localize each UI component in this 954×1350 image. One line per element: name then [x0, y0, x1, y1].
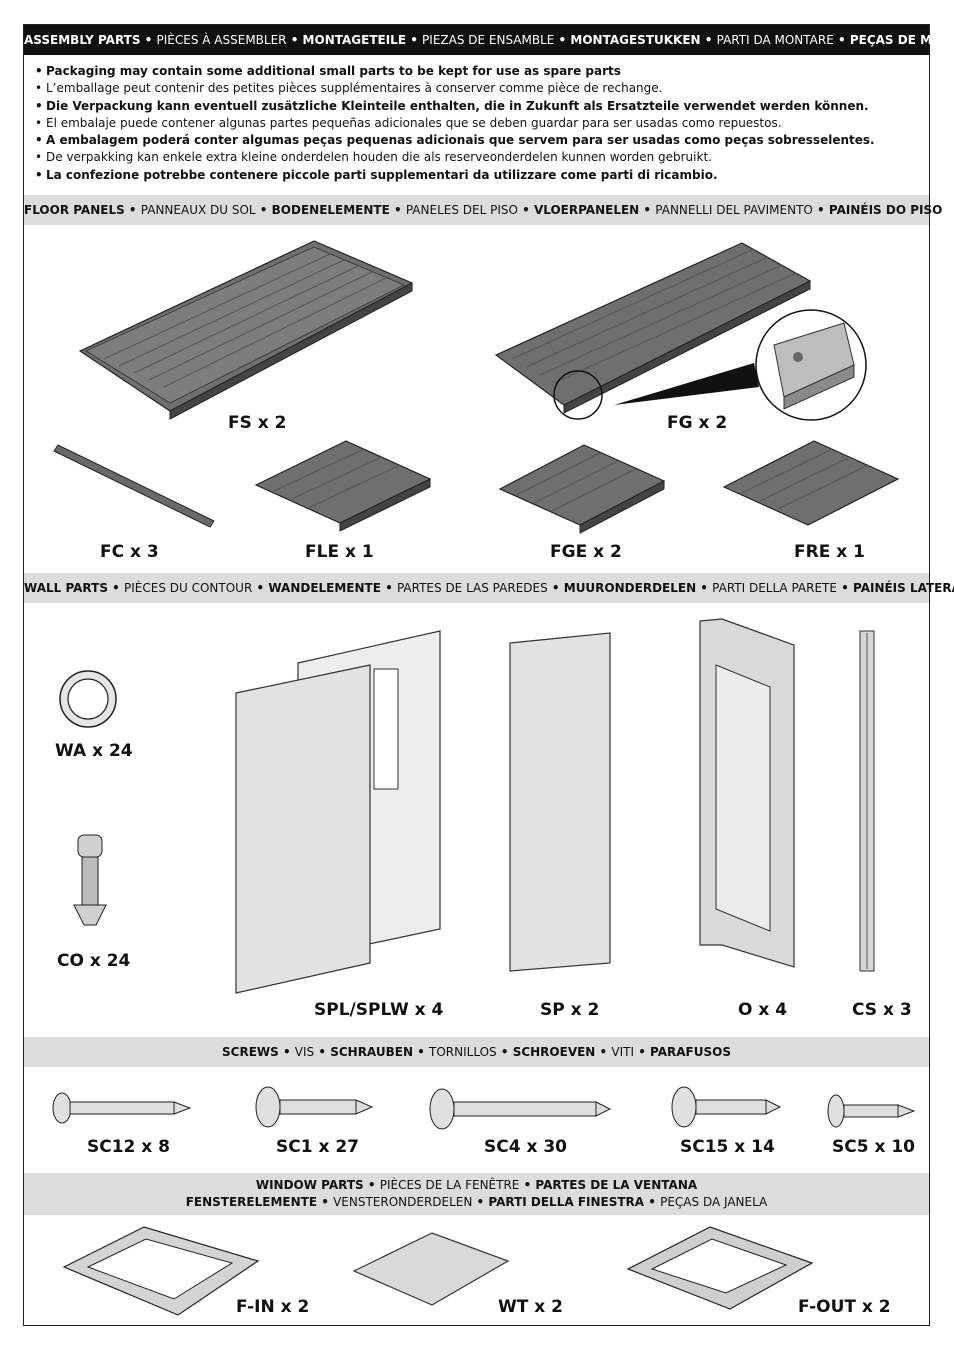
- sc12-screw-illustration: [52, 1092, 192, 1124]
- fge-part-label: FGE x 2: [550, 542, 622, 562]
- splw-part-label: SPL/SPLW x 4: [314, 1000, 444, 1020]
- band-segment: PAINÉIS LATERAIS: [853, 581, 954, 595]
- f-out-window-frame-illustration: [626, 1226, 814, 1310]
- band-segment: PARTI DELLA PARETE: [712, 581, 837, 595]
- cs-corner-strip-illustration: [859, 630, 875, 972]
- packaging-notes: Packaging may contain some additional sm…: [30, 63, 875, 184]
- wt-window-pane-illustration: [352, 1232, 510, 1306]
- splw-wall-panel-illustration: [235, 630, 441, 994]
- band-segment: BODENELEMENTE: [271, 203, 390, 217]
- co-connector-illustration: [73, 834, 107, 926]
- band-segment: ASSEMBLY PARTS: [24, 33, 141, 47]
- band-segment: PARTI DELLA FINESTRA: [488, 1195, 645, 1209]
- band-segment: PIÈCES DU CONTOUR: [124, 581, 253, 595]
- cs-part-label: CS x 3: [852, 1000, 912, 1020]
- sp-wall-panel-illustration: [509, 632, 611, 972]
- band-segment: SCHROEVEN: [512, 1045, 596, 1059]
- band-segment: WANDELEMENTE: [268, 581, 381, 595]
- fc-part-label: FC x 3: [100, 542, 159, 562]
- note-line: De verpakking kan enkele extra kleine on…: [35, 149, 875, 167]
- f-out-part-label: F-OUT x 2: [798, 1297, 891, 1317]
- band-segment: PEÇAS DE MONTAGEM: [849, 33, 954, 47]
- band-segment: PEÇAS DA JANELA: [660, 1195, 768, 1209]
- band-segment: PANNELLI DEL PAVIMENTO: [655, 203, 813, 217]
- note-line: La confezione potrebbe contenere piccole…: [35, 167, 875, 185]
- band-segment: PARTI DA MONTARE: [716, 33, 834, 47]
- assembly-parts-header: ASSEMBLY PARTS • PIÈCES À ASSEMBLER • MO…: [24, 25, 954, 55]
- fle-floor-panel-illustration: [254, 440, 432, 532]
- band-segment: WINDOW PARTS: [255, 1178, 364, 1192]
- note-line: A embalagem poderá conter algumas peças …: [35, 132, 875, 150]
- sp-part-label: SP x 2: [540, 1000, 600, 1020]
- band-segment: PANELES DEL PISO: [405, 203, 518, 217]
- sc5-screw-illustration: [827, 1094, 916, 1128]
- note-line: Die Verpackung kann eventuell zusätzlich…: [35, 98, 875, 116]
- band-segment: SCREWS: [222, 1045, 279, 1059]
- band-segment: MUURONDERDELEN: [563, 581, 697, 595]
- fre-part-label: FRE x 1: [794, 542, 865, 562]
- wt-part-label: WT x 2: [498, 1297, 563, 1317]
- fre-floor-panel-illustration: [722, 440, 900, 526]
- floor-panels-band: FLOOR PANELS • PANNEAUX DU SOL • BODENEL…: [24, 195, 942, 225]
- fc-floor-cover-illustration: [53, 444, 215, 528]
- sc1-screw-illustration: [255, 1086, 374, 1128]
- band-segment: PAINÉIS DO PISO: [828, 203, 943, 217]
- sc15-screw-illustration: [671, 1086, 782, 1128]
- f-in-window-frame-illustration: [62, 1226, 260, 1316]
- band-segment: WALL PARTS: [24, 581, 108, 595]
- sc12-part-label: SC12 x 8: [87, 1137, 171, 1157]
- window-band-line-2: FENSTERELEMENTE • VENSTERONDERDELEN • PA…: [185, 1195, 768, 1209]
- window-band-line-1: WINDOW PARTS • PIÈCES DE LA FENÊTRE • PA…: [255, 1178, 698, 1192]
- band-segment: PIÈCES À ASSEMBLER: [156, 33, 287, 47]
- band-segment: PIÈCES DE LA FENÊTRE: [379, 1178, 520, 1192]
- sc4-screw-illustration: [429, 1088, 612, 1130]
- band-segment: MONTAGETEILE: [302, 33, 407, 47]
- co-part-label: CO x 24: [57, 951, 131, 971]
- band-segment: PANNEAUX DU SOL: [140, 203, 256, 217]
- band-segment: TORNILLOS: [429, 1045, 497, 1059]
- band-segment: FENSTERELEMENTE: [185, 1195, 318, 1209]
- band-segment: PIEZAS DE ENSAMBLE: [422, 33, 555, 47]
- band-segment: FLOOR PANELS: [24, 203, 125, 217]
- f-in-part-label: F-IN x 2: [236, 1297, 310, 1317]
- sc5-part-label: SC5 x 10: [832, 1137, 916, 1157]
- fg-floor-panel-illustration: [494, 242, 812, 420]
- assembly-parts-sheet: ASSEMBLY PARTS • PIÈCES À ASSEMBLER • MO…: [23, 24, 954, 1326]
- wa-washer-illustration: [59, 670, 117, 728]
- band-segment: PARTES DE LA VENTANA: [535, 1178, 698, 1192]
- o-corner-panel-illustration: [699, 618, 795, 968]
- sc15-part-label: SC15 x 14: [680, 1137, 775, 1157]
- note-line: El embalaje puede contener algunas parte…: [35, 115, 875, 133]
- fg-part-label: FG x 2: [667, 413, 728, 433]
- note-line: Packaging may contain some additional sm…: [35, 63, 875, 81]
- band-segment: VLOERPANELEN: [533, 203, 640, 217]
- band-segment: SCHRAUBEN: [330, 1045, 413, 1059]
- wa-part-label: WA x 24: [55, 741, 133, 761]
- wall-parts-band: WALL PARTS • PIÈCES DU CONTOUR • WANDELE…: [24, 573, 954, 603]
- o-part-label: O x 4: [738, 1000, 788, 1020]
- band-segment: VENSTERONDERDELEN: [333, 1195, 473, 1209]
- fs-part-label: FS x 2: [228, 413, 287, 433]
- fs-floor-panel-illustration: [78, 240, 414, 420]
- band-segment: PARTES DE LAS PAREDES: [396, 581, 548, 595]
- band-segment: VITI: [611, 1045, 635, 1059]
- band-segment: MONTAGESTUKKEN: [570, 33, 701, 47]
- sc1-part-label: SC1 x 27: [276, 1137, 360, 1157]
- fge-floor-panel-illustration: [498, 444, 666, 534]
- fg-detail-zoom-illustration: [614, 309, 867, 421]
- band-segment: PARAFUSOS: [650, 1045, 731, 1059]
- band-segment: VIS: [294, 1045, 315, 1059]
- screws-band: SCREWS • VIS • SCHRAUBEN • TORNILLOS • S…: [24, 1037, 929, 1067]
- note-line: L’emballage peut contenir des petites pi…: [35, 80, 875, 98]
- sc4-part-label: SC4 x 30: [484, 1137, 568, 1157]
- fle-part-label: FLE x 1: [305, 542, 374, 562]
- window-parts-band: WINDOW PARTS • PIÈCES DE LA FENÊTRE • PA…: [24, 1173, 929, 1215]
